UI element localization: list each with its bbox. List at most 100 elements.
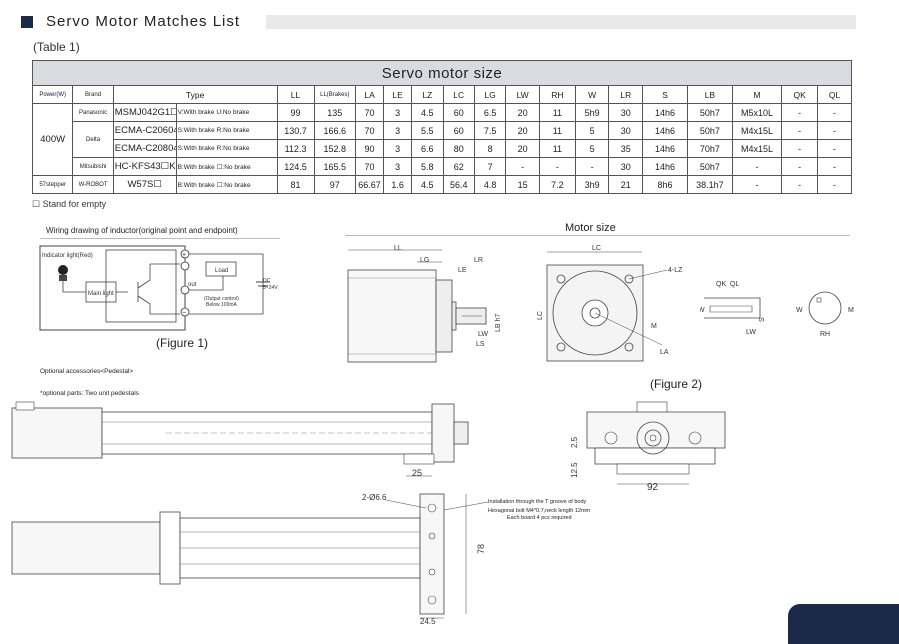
value-cell: -: [781, 139, 819, 158]
dim-label: 4-LZ: [668, 267, 683, 274]
install-note-2: Hexagonal bolt M4*0.7,neck length 12mm: [488, 508, 591, 514]
value-cell: 30: [608, 121, 644, 140]
value-cell: -: [781, 103, 819, 122]
value-cell: 70: [355, 121, 385, 140]
value-cell: 112.3: [276, 139, 315, 158]
value-cell: -: [817, 121, 852, 140]
dim-label: W: [796, 307, 803, 314]
motor-size-title: Motor size: [565, 222, 616, 234]
dim-label: LA: [660, 349, 669, 356]
value-cell: 4.5: [411, 103, 444, 122]
dim-label: LC: [537, 311, 544, 320]
value-cell: 60: [442, 121, 475, 140]
power-cell: 57stepper: [31, 175, 74, 194]
value-cell: -: [781, 157, 819, 176]
model-cell: ECMA-C20604☐S: [112, 121, 177, 140]
value-cell: 20: [505, 103, 540, 122]
dim-92: 92: [647, 482, 659, 493]
value-cell: 97: [313, 175, 357, 194]
value-cell: 81: [276, 175, 315, 194]
dim-12-5: 12.5: [570, 462, 579, 478]
value-cell: M5x10L: [731, 103, 783, 122]
motor-front-view: LC LC 4-LZ M LA: [537, 245, 683, 362]
wiring-title: Wiring drawing of inductor(original poin…: [46, 226, 238, 235]
pedestal-end-view: 12.5 2.5 92: [570, 401, 726, 493]
col-header: W: [574, 85, 610, 104]
value-cell: -: [574, 157, 610, 176]
value-cell: 20: [505, 139, 540, 158]
value-cell: 6.6: [411, 139, 444, 158]
col-header: QK: [781, 85, 819, 104]
model-cell: W57S☐: [112, 175, 177, 194]
svg-text:−: −: [182, 310, 186, 317]
dim-label: LC: [592, 245, 601, 252]
value-cell: 130.7: [276, 121, 315, 140]
motor-size-rule: [345, 235, 850, 236]
install-note-1: Installation through the T groove of bod…: [488, 499, 587, 505]
table-row: 400W Panasonic MSMJ042G1☐ V:With brake U…: [31, 103, 852, 176]
accessories-title: Optional accessories<Pedestal>: [40, 368, 134, 375]
value-cell: 8: [473, 139, 507, 158]
table-row: ECMA-C20804☐S S:With brake R:No brake 11…: [33, 139, 852, 158]
value-cell: 166.6: [313, 121, 357, 140]
value-cell: 99: [276, 103, 315, 122]
wiring-title-rule: [40, 238, 280, 239]
brand-cell: Mitsubishi: [72, 157, 114, 176]
value-cell: 5: [574, 139, 610, 158]
value-cell: M4x15L: [731, 121, 783, 140]
col-header: RH: [538, 85, 576, 104]
brand-cell: Delta: [72, 121, 114, 158]
value-cell: 3: [383, 157, 413, 176]
figure-2-caption: (Figure 2): [650, 377, 703, 391]
linear-module-pedestal-view: 2-Ø6.6 78 24.5: [11, 493, 489, 626]
motor-side-view: LL LG LE LR LB h7 LW LS: [347, 245, 502, 363]
value-cell: 70: [355, 157, 385, 176]
value-cell: -: [817, 139, 852, 158]
dim-label: LR: [474, 257, 483, 264]
value-cell: 5h9: [574, 103, 610, 122]
value-cell: 50h7: [686, 157, 733, 176]
brake-option-cell: V:With brake U:No brake: [175, 103, 278, 122]
dim-label: RH: [820, 331, 830, 338]
dim-label: LB h7: [495, 314, 502, 332]
value-cell: 11: [538, 121, 576, 140]
value-cell: 5: [574, 121, 610, 140]
value-cell: 3: [383, 139, 413, 158]
title-square-icon: [21, 16, 33, 28]
value-cell: 21: [608, 175, 644, 194]
col-header-brand: Brand: [72, 85, 114, 104]
value-cell: 7: [473, 157, 507, 176]
accessories-note: *optional parts: Two unit pedestals: [40, 390, 139, 397]
dim-label: LG: [420, 257, 429, 264]
brand-cell: Panasonic: [72, 103, 114, 122]
value-cell: -: [817, 175, 852, 194]
value-cell: 14h6: [642, 121, 688, 140]
page-title: Servo Motor Matches List: [46, 13, 241, 30]
value-cell: 152.8: [313, 139, 357, 158]
main-light-label: Main light: [88, 291, 114, 297]
value-cell: 66.67: [355, 175, 385, 194]
dim-label: LS: [476, 341, 485, 348]
col-header: M: [731, 85, 783, 104]
value-cell: 5.5: [411, 121, 444, 140]
dim-label: LL: [394, 245, 402, 252]
dim-label: W: [700, 307, 705, 314]
brand-cell: W-ROBOT: [72, 175, 114, 194]
figure-1-caption: (Figure 1): [156, 336, 209, 350]
linear-module-top-view: 25: [11, 401, 469, 478]
col-header-type: Type: [112, 85, 278, 104]
value-cell: -: [731, 157, 783, 176]
wiring-diagram: Indicator light(Red) Main light + − out …: [39, 245, 278, 331]
value-cell: 124.5: [276, 157, 315, 176]
col-header: LB: [686, 85, 733, 104]
value-cell: 5.8: [411, 157, 444, 176]
hole-label: 2-Ø6.6: [362, 493, 387, 502]
value-cell: 4.5: [411, 175, 444, 194]
value-cell: 35: [608, 139, 644, 158]
brake-option-cell: B:With brake ☐:No brake: [175, 157, 278, 176]
value-cell: 7.5: [473, 121, 507, 140]
col-header-power: Power(W): [31, 85, 74, 104]
col-header: QL: [817, 85, 852, 104]
dim-label: M: [848, 307, 854, 314]
brake-option-cell: S:With brake R:No brake: [175, 121, 278, 140]
